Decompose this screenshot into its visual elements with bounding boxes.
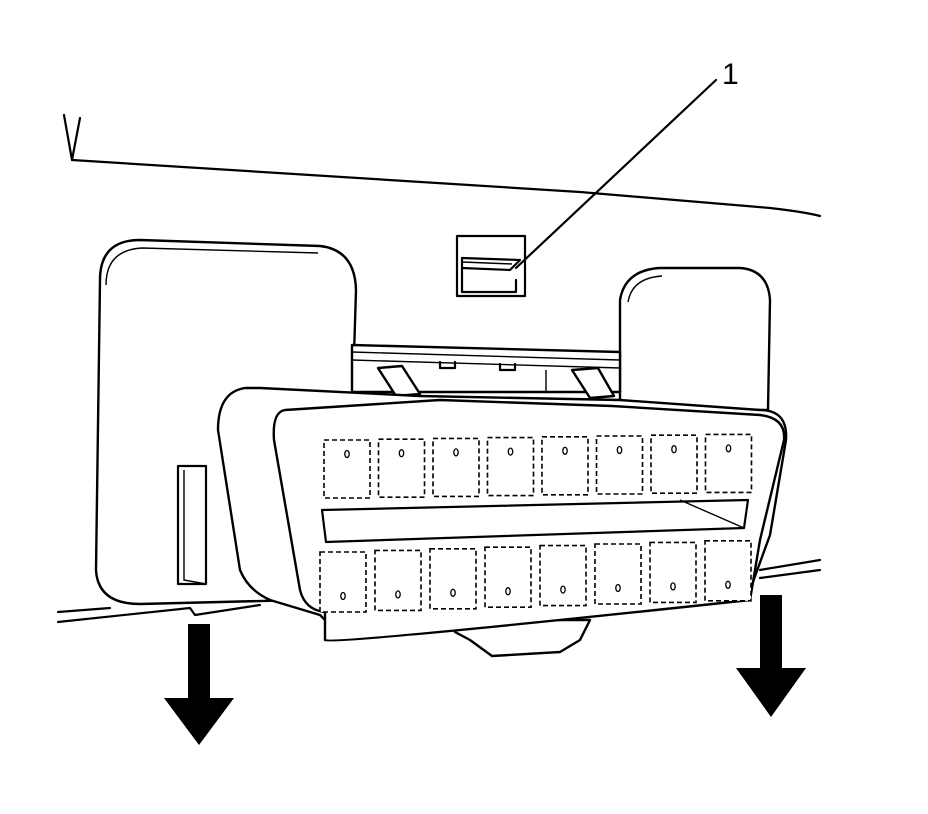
pin-cavity xyxy=(374,549,422,612)
callout-1: 1 xyxy=(514,58,739,270)
pin-hole xyxy=(725,580,731,589)
pin-cavity xyxy=(595,435,644,495)
pin-cavity xyxy=(484,546,532,609)
pin-cavity xyxy=(377,438,426,499)
pin-hole xyxy=(725,444,732,453)
diagnostic-connector-body xyxy=(216,386,788,658)
pin-cavity xyxy=(541,435,589,496)
left-ear-slot xyxy=(176,464,208,586)
pin-cavity xyxy=(319,551,367,613)
pin-hole xyxy=(505,587,511,596)
callout-label: 1 xyxy=(722,58,739,91)
pin-cavity xyxy=(594,543,642,605)
pin-cavity xyxy=(539,544,587,607)
upper-panel-edge xyxy=(62,113,822,218)
pin-hole xyxy=(616,445,623,455)
pin-cavity xyxy=(323,439,371,499)
pin-cavity xyxy=(429,547,477,610)
pin-cavity xyxy=(432,437,480,498)
top-pin-row xyxy=(323,433,753,499)
pin-hole xyxy=(671,445,677,454)
pin-hole xyxy=(615,583,621,593)
pin-cavity xyxy=(650,434,698,495)
right-mounting-ear xyxy=(618,266,772,412)
mounting-bracket xyxy=(350,343,622,400)
pin-hole xyxy=(398,449,405,458)
pin-hole xyxy=(340,591,346,601)
pin-cavity xyxy=(649,541,697,604)
bottom-pin-row xyxy=(319,539,752,613)
connector-release-tab xyxy=(455,234,527,298)
pin-hole xyxy=(453,448,459,457)
pin-cavity xyxy=(704,539,752,602)
pin-hole xyxy=(395,590,401,599)
pin-hole xyxy=(450,588,456,597)
pull-down-arrow-right xyxy=(736,595,806,717)
lower-trim-edge xyxy=(56,558,822,624)
pin-hole xyxy=(344,449,350,459)
pin-hole xyxy=(562,446,568,455)
pin-hole xyxy=(507,447,514,456)
pin-cavity xyxy=(486,436,535,497)
pin-hole xyxy=(560,585,566,594)
pin-cavity xyxy=(704,433,753,494)
pull-down-arrow-left xyxy=(164,624,234,745)
pin-hole xyxy=(670,582,676,591)
